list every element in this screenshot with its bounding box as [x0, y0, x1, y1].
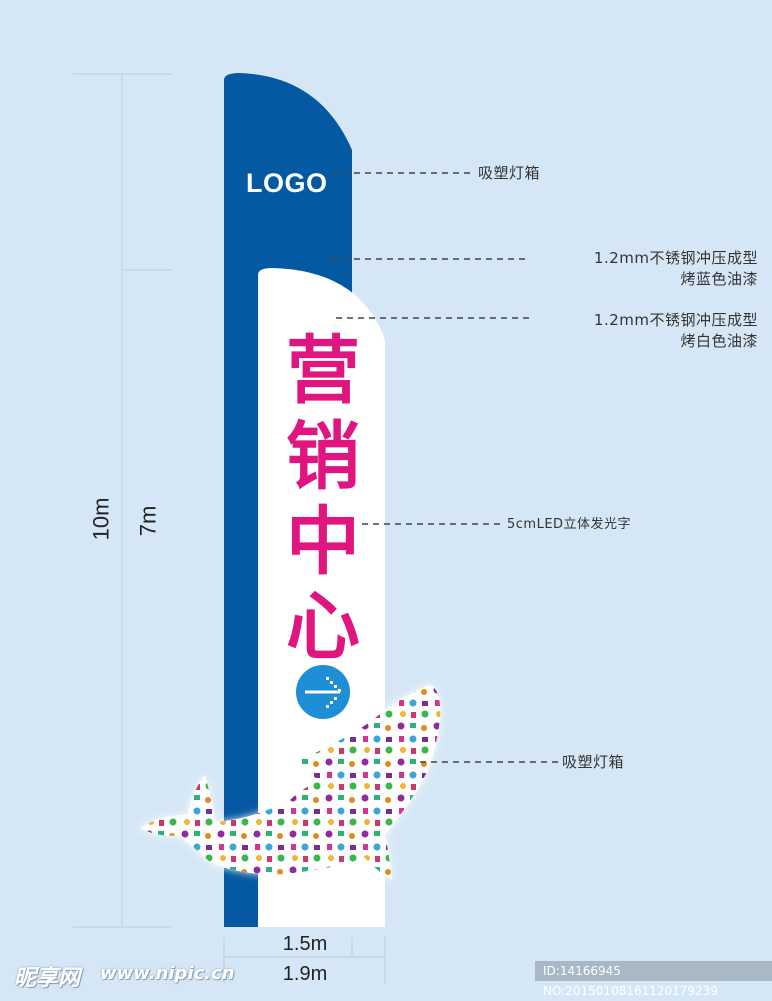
total-height-label: 10m — [88, 497, 114, 541]
title-char-4: 心 — [286, 584, 360, 670]
watermark-logo: 昵享网 — [14, 966, 81, 991]
width-dimension-lines — [223, 937, 386, 983]
annotation-led-letters: 5cmLED立体发光字 — [507, 514, 631, 535]
white-height-label: 7m — [135, 505, 161, 537]
leader-lines — [332, 172, 560, 763]
watermark-url: www.nipic.cn — [100, 963, 235, 984]
annotation-blue-steel: 1.2mm不锈钢冲压成型 烤蓝色油漆 — [594, 248, 758, 290]
annotation-whale-lightbox: 吸塑灯箱 — [562, 752, 624, 773]
logo-text: LOGO — [246, 168, 328, 198]
annotation-line: 5cmLED立体发光字 — [507, 517, 632, 532]
image-id-badge: ID:14166945 NO:20150108161120179239 — [535, 961, 772, 998]
title-char-1: 营 — [286, 328, 360, 414]
title-char-3: 中 — [286, 499, 360, 585]
annotation-line: 烤蓝色油漆 — [680, 270, 758, 288]
annotation-line: 1.2mm不锈钢冲压成型 — [593, 311, 758, 329]
annotation-logo-lightbox: 吸塑灯箱 — [478, 163, 540, 184]
height-dimension-lines — [73, 73, 172, 928]
inner-width-label: 1.5m — [282, 933, 328, 955]
annotation-line: 吸塑灯箱 — [478, 164, 541, 182]
annotation-line: 吸塑灯箱 — [562, 753, 625, 771]
annotation-line: 1.2mm不锈钢冲压成型 — [593, 249, 758, 267]
title-char-2: 销 — [286, 414, 360, 500]
annotation-white-steel: 1.2mm不锈钢冲压成型 烤白色油漆 — [594, 310, 758, 352]
annotation-line: 烤白色油漆 — [680, 332, 758, 350]
right-arrow-icon — [296, 665, 350, 719]
outer-width-label: 1.9m — [282, 963, 328, 985]
